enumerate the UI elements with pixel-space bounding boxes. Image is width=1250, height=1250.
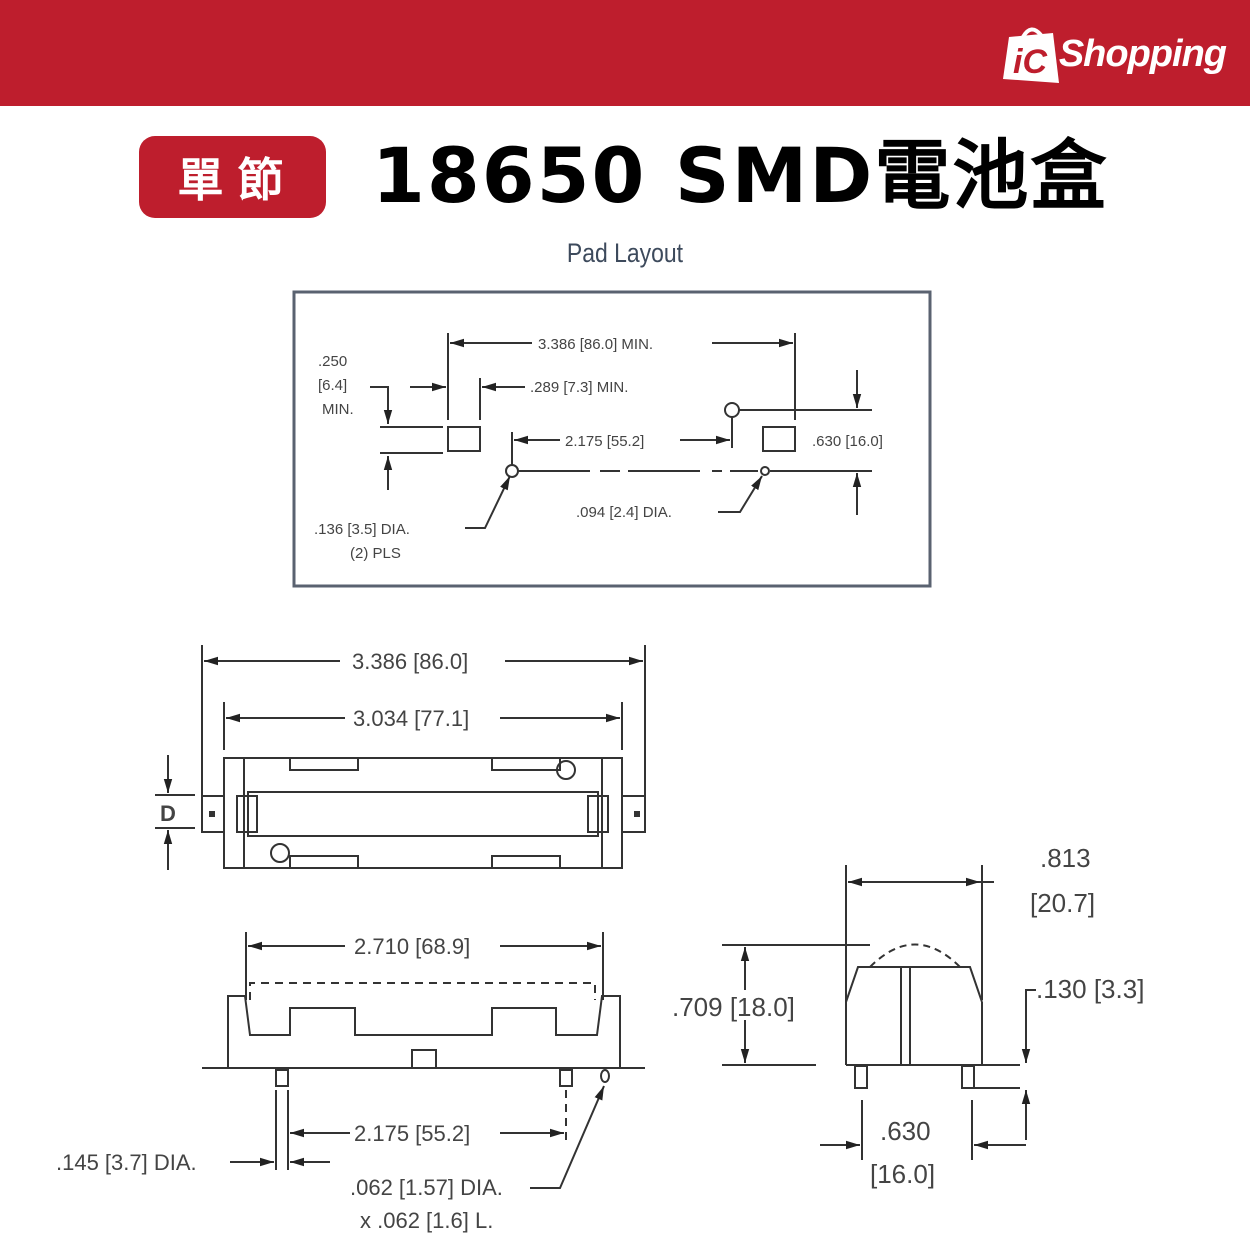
svg-text:.145 [3.7] DIA.: .145 [3.7] DIA. <box>56 1150 197 1175</box>
svg-text:3.386 [86.0] MIN.: 3.386 [86.0] MIN. <box>538 336 653 353</box>
svg-text:2.710 [68.9]: 2.710 [68.9] <box>354 934 470 959</box>
svg-text:2.175 [55.2]: 2.175 [55.2] <box>565 433 644 450</box>
svg-text:.630: .630 <box>880 1116 931 1146</box>
svg-text:[16.0]: [16.0] <box>870 1159 935 1189</box>
svg-text:3.386 [86.0]: 3.386 [86.0] <box>352 649 468 674</box>
pad-layout-heading: Pad Layout <box>566 238 684 268</box>
svg-text:D: D <box>160 801 176 826</box>
svg-text:.094 [2.4] DIA.: .094 [2.4] DIA. <box>576 504 672 521</box>
page-title: 18650 SMD電池盒 <box>372 131 1109 220</box>
header-bar: iC Shopping <box>0 0 1250 106</box>
svg-text:x .062 [1.6] L.: x .062 [1.6] L. <box>360 1208 493 1233</box>
svg-text:.630 [16.0]: .630 [16.0] <box>812 433 883 450</box>
pad-layout-diagram <box>292 290 932 588</box>
svg-text:3.034 [77.1]: 3.034 [77.1] <box>353 706 469 731</box>
svg-text:MIN.: MIN. <box>322 401 354 418</box>
shopping-bag-icon: iC <box>1001 23 1063 85</box>
side-view-diagram <box>202 932 645 1189</box>
top-view-diagram <box>155 645 646 870</box>
svg-text:[20.7]: [20.7] <box>1030 888 1095 918</box>
end-view-diagram <box>722 865 1036 1160</box>
svg-text:.813: .813 <box>1040 843 1091 873</box>
svg-text:[6.4]: [6.4] <box>318 377 347 394</box>
svg-text:(2) PLS: (2) PLS <box>350 545 401 562</box>
brand-logo[interactable]: iC Shopping <box>1001 14 1227 94</box>
brand-name: Shopping <box>1058 32 1227 75</box>
svg-text:.062 [1.57] DIA.: .062 [1.57] DIA. <box>350 1175 503 1200</box>
svg-text:.136 [3.5] DIA.: .136 [3.5] DIA. <box>314 521 410 538</box>
svg-text:iC: iC <box>1013 43 1047 81</box>
svg-text:2.175 [55.2]: 2.175 [55.2] <box>354 1121 470 1146</box>
svg-text:.250: .250 <box>318 353 347 370</box>
svg-text:.130 [3.3]: .130 [3.3] <box>1036 974 1144 1004</box>
svg-text:.289 [7.3] MIN.: .289 [7.3] MIN. <box>530 379 628 396</box>
single-cell-badge: 單節 <box>139 136 326 218</box>
svg-text:.709 [18.0]: .709 [18.0] <box>672 992 795 1022</box>
